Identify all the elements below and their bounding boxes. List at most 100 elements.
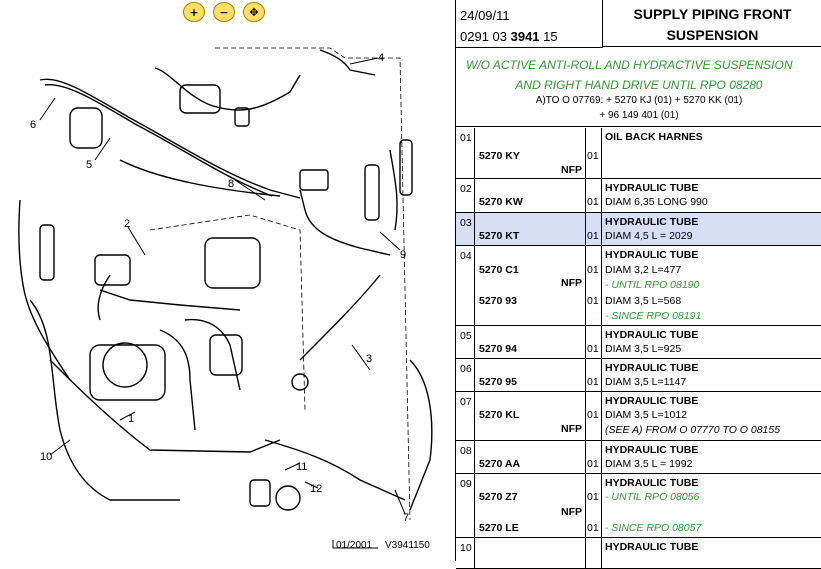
row-refs: 5270 KL NFP: [474, 392, 586, 440]
qty-value: 01: [587, 409, 599, 421]
note-line-3: A)TO O 07769: + 5270 KJ (01) + 5270 KK (…: [535, 95, 743, 106]
zoom-out-icon[interactable]: −: [213, 2, 235, 22]
callout-2: 2: [124, 218, 130, 230]
callout-7: 7: [403, 512, 409, 524]
row-qty: [585, 538, 602, 568]
desc-line: DIAM 3,2 L=477: [605, 264, 682, 276]
parts-row[interactable]: 08 5270 AA 01 HYDRAULIC TUBE DIAM 3,5 L = 19…: [456, 441, 821, 474]
note-line-4: + 96 149 401 (01): [599, 110, 679, 121]
part-ref: 5270 KY: [479, 150, 520, 162]
desc-line: - SINCE RPO 08057: [605, 522, 702, 534]
qty-value: 01: [587, 376, 599, 388]
part-ref: 5270 Z7: [479, 491, 518, 503]
row-qty: 01: [585, 441, 602, 473]
callout-11: 11: [296, 461, 307, 473]
part-ref: 5270 KL: [479, 409, 520, 421]
callout-9: 9: [400, 249, 406, 261]
header-date: 24/09/11: [460, 8, 510, 23]
part-ref: 5270 94: [479, 343, 517, 355]
zoom-in-icon[interactable]: +: [183, 2, 205, 22]
callout-4: 4: [378, 52, 384, 64]
callout-3: 3: [366, 353, 372, 365]
part-title: HYDRAULIC TUBE: [605, 477, 699, 489]
diagram-date: 01/2001: [336, 540, 373, 551]
exploded-diagram: + − ✥: [18, 2, 433, 551]
callout-5: 5: [86, 159, 92, 171]
row-refs: 5270 KW: [474, 179, 586, 212]
row-refs: 5270 AA: [474, 441, 586, 473]
desc-line: DIAM 3,5 L=568: [605, 295, 682, 307]
part-title: HYDRAULIC TUBE: [605, 216, 699, 228]
parts-panel: 24/09/11 0291 03 3941 15 SUPPLY PIPING F…: [455, 0, 821, 569]
qty-value: 01: [587, 522, 599, 534]
desc-line: - UNTIL RPO 08056: [605, 491, 700, 503]
row-description: OIL BACK HARNES: [603, 128, 821, 178]
row-index: 07: [460, 396, 472, 408]
row-refs: 5270 KT: [474, 213, 586, 245]
desc-line: DIAM 6,35 LONG 990: [605, 196, 708, 208]
part-ref: 5270 93: [479, 295, 517, 307]
nfp-flag: NFP: [561, 506, 582, 518]
qty-value: 01: [587, 458, 599, 470]
title-line-2: SUSPENSION: [666, 27, 759, 43]
row-qty: 01: [585, 213, 602, 245]
row-description: HYDRAULIC TUBE - UNTIL RPO 08056 - SINCE R…: [603, 474, 821, 537]
desc-line: (SEE A) FROM O 07770 TO O 08155: [605, 424, 781, 436]
applicability-notes: W/O ACTIVE ANTI-ROLL AND HYDRACTIVE SUSP…: [456, 48, 821, 127]
piping-drawing: 1 2 3 4 5 6 7 8 9 10 11 12 01/2001 V3941…: [18, 47, 433, 551]
row-index: 04: [460, 250, 472, 262]
row-qty: 01: [585, 359, 602, 391]
part-title: HYDRAULIC TUBE: [605, 395, 699, 407]
callout-12: 12: [310, 483, 322, 495]
nfp-flag: NFP: [561, 277, 582, 289]
qty-value: 01: [587, 230, 599, 242]
part-title: OIL BACK HARNES: [605, 131, 703, 143]
row-index: 05: [460, 330, 472, 342]
zoom-fit-icon[interactable]: ✥: [243, 2, 265, 22]
part-title: HYDRAULIC TUBE: [605, 444, 699, 456]
row-index: 08: [460, 445, 472, 457]
part-ref: 5270 LE: [479, 522, 519, 534]
note-line-1: W/O ACTIVE ANTI-ROLL AND HYDRACTIVE SUSP…: [466, 58, 793, 72]
note-line-2: AND RIGHT HAND DRIVE UNTIL RPO 08280: [515, 78, 763, 92]
header-ref: 0291 03 3941 15: [460, 29, 558, 44]
row-index: 03: [460, 217, 472, 229]
row-qty: 01: [585, 326, 602, 358]
qty-value: 01: [587, 295, 599, 307]
row-index: 06: [460, 363, 472, 375]
diagram-code: V3941150: [385, 540, 430, 551]
desc-line: DIAM 3,5 L = 1992: [605, 458, 693, 470]
nfp-flag: NFP: [561, 423, 582, 435]
row-qty: 01: [585, 392, 602, 440]
part-title: HYDRAULIC TUBE: [605, 329, 699, 341]
row-qty: 01: [585, 179, 602, 212]
row-description: HYDRAULIC TUBE: [603, 538, 821, 568]
part-ref: 5270 AA: [479, 458, 521, 470]
ref-suffix: 15: [539, 29, 558, 44]
ref-bold: 3941: [510, 29, 540, 44]
row-refs: 5270 94: [474, 326, 586, 358]
callout-6: 6: [30, 119, 36, 131]
row-description: HYDRAULIC TUBE DIAM 3,5 L = 1992: [603, 441, 821, 473]
title-line-1: SUPPLY PIPING FRONT: [633, 6, 792, 22]
row-refs: 5270 Z7 5270 LE NFP: [474, 474, 586, 537]
part-title: HYDRAULIC TUBE: [605, 249, 699, 261]
desc-line: DIAM 3,5 L=1147: [605, 376, 687, 388]
